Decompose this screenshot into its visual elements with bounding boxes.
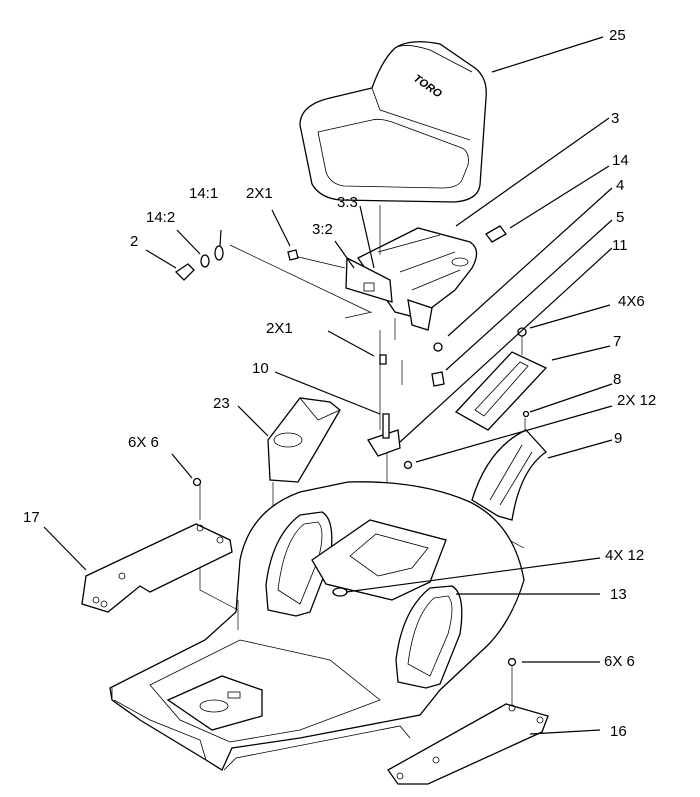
seat-pan	[345, 227, 478, 331]
callout-16: 16	[610, 723, 627, 740]
grommet-4x12	[332, 587, 348, 597]
callout-6x6-right: 6X 6	[604, 653, 635, 670]
callout-25: 25	[609, 27, 626, 44]
nut-2x12	[403, 460, 413, 470]
callout-13: 13	[610, 586, 627, 603]
callout-4x6: 4X6	[618, 293, 645, 310]
callout-labels: 25 3 14 4 5 11 4X6 7 8 2X 12 9 14:1 2X1 …	[23, 27, 656, 740]
callout-4: 4	[616, 177, 624, 194]
knob-14	[485, 225, 507, 243]
callout-3: 3	[611, 110, 619, 127]
callout-14-2: 14:2	[146, 209, 175, 226]
callout-14-1: 14:1	[189, 185, 218, 202]
callout-8: 8	[613, 371, 621, 388]
callout-2x1-upper: 2X1	[246, 185, 273, 202]
callout-4x12: 4X 12	[605, 547, 644, 564]
foot-panel-16	[387, 657, 549, 785]
spacer-14-1	[214, 245, 224, 261]
bolt-2x1-upper	[287, 249, 299, 261]
washer-14-2	[200, 254, 210, 268]
leader-lines	[43, 36, 613, 735]
callout-2x1-lower: 2X1	[266, 320, 293, 337]
callout-7: 7	[613, 333, 621, 350]
bolt-10	[382, 413, 390, 439]
plate-7	[454, 327, 548, 431]
foot-panel-17	[81, 477, 233, 613]
callout-3-3: 3:3	[337, 194, 358, 211]
seat: TORO	[299, 41, 487, 203]
knob-2	[174, 263, 195, 281]
callout-17: 17	[23, 509, 40, 526]
callout-9: 9	[614, 430, 622, 447]
fender-body	[109, 481, 525, 771]
washer-4	[433, 342, 443, 352]
callout-2x12: 2X 12	[617, 392, 656, 409]
callout-23: 23	[213, 395, 230, 412]
callout-11: 11	[612, 237, 628, 254]
bolt-2x1-lower	[379, 354, 387, 365]
latch-5	[431, 371, 445, 387]
callout-14: 14	[612, 152, 629, 169]
fender-trim-9	[471, 429, 547, 521]
callout-2: 2	[130, 233, 138, 250]
callout-5: 5	[616, 209, 624, 226]
callout-3-2: 3:2	[312, 221, 333, 238]
callout-6x6-left: 6X 6	[128, 434, 159, 451]
cup-holder	[267, 397, 341, 483]
callout-10: 10	[252, 360, 269, 377]
